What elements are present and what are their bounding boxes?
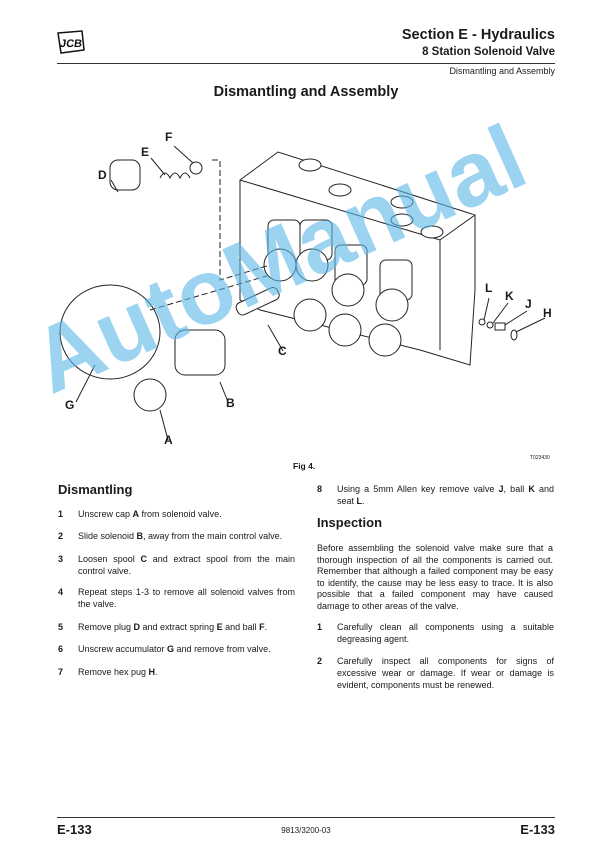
label-e: E — [141, 145, 150, 159]
small-parts — [478, 318, 518, 341]
figure-caption: Fig 4. — [293, 461, 316, 471]
dismantling-heading: Dismantling — [58, 482, 133, 497]
plug-d — [109, 159, 141, 191]
label-c: C — [278, 344, 287, 358]
jcb-logo: JCB — [57, 30, 85, 54]
figure-ref: T023430 — [530, 455, 550, 461]
document-number: 9813/3200-03 — [281, 826, 331, 835]
exploded-valve-diagram — [59, 145, 546, 441]
label-f: F — [165, 130, 173, 144]
footer-divider — [57, 817, 555, 818]
solenoid-stack — [263, 219, 413, 357]
cap-a — [133, 378, 167, 412]
breadcrumb: Dismantling and Assembly — [449, 66, 555, 76]
inspection-intro: Before assembling the solenoid valve mak… — [317, 543, 553, 611]
accumulator-g — [59, 284, 161, 380]
spring-e — [159, 172, 191, 180]
inspection-heading: Inspection — [317, 515, 383, 530]
spool-c — [235, 286, 280, 316]
label-k: K — [505, 289, 514, 303]
label-h: H — [543, 306, 552, 320]
label-a: A — [164, 433, 173, 447]
page-title: Dismantling and Assembly — [213, 84, 399, 100]
label-g: G — [65, 398, 75, 412]
label-d: D — [98, 168, 107, 182]
section-title: Section E - Hydraulics — [401, 27, 555, 43]
label-b: B — [226, 396, 235, 410]
ports — [298, 158, 444, 239]
page-number-left: E-133 — [57, 822, 92, 837]
subsection-title: 8 Station Solenoid Valve — [422, 46, 555, 58]
solenoid-b — [174, 329, 226, 376]
svg-text:JCB: JCB — [59, 38, 83, 50]
label-j: J — [525, 297, 532, 311]
header-divider — [57, 63, 555, 64]
ball-f — [189, 161, 203, 175]
page-number-right: E-133 — [520, 822, 555, 837]
label-l: L — [485, 281, 493, 295]
